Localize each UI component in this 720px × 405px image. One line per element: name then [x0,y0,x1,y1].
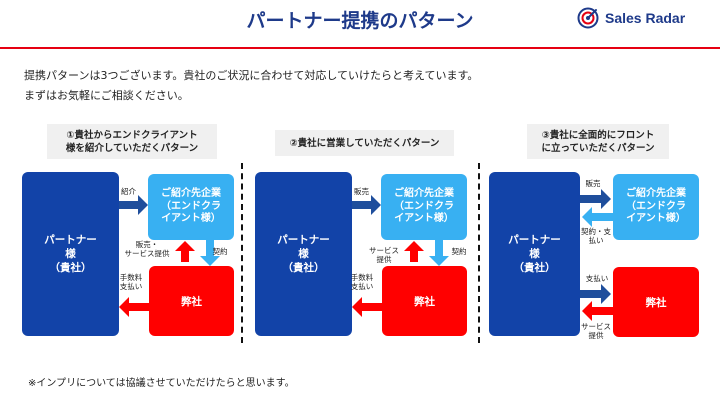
p2-arrow-provide [404,241,424,262]
p2-caption: ②貴社に営業していただくパターン [275,130,454,156]
p3-label-sell: 販売 [585,179,601,188]
p2-arrow-sell [352,195,381,215]
p1-partner-box: パートナー 様 （貴社） [22,172,119,336]
p1-ours-box: 弊社 [149,266,234,336]
p1-caption: ①貴社からエンドクライアント 様を紹介していただくパターン [47,124,217,159]
p1-label-introduce: 紹介 [121,187,136,196]
p1-arrow-introduce [119,195,148,215]
intro-line-2: まずはお気軽にご相談ください。 [24,89,189,102]
divider-2 [478,163,480,343]
p1-client-box: ご紹介先企業 （エンドクラ イアント様） [148,174,234,240]
p2-partner-box: パートナー 様 （貴社） [255,172,352,336]
logo-text: Sales Radar [605,10,686,26]
footnote: ※インプリについては協議させていただけたらと思います。 [28,378,295,389]
header-divider [0,47,720,49]
intro-text: 提携パターンは3つございます。貴社のご状況に合わせて対応していけたらと考えていま… [24,66,478,106]
p3-client-box: ご紹介先企業 （エンドクラ イアント様） [613,174,699,240]
p3-label-service: サービス 提供 [581,322,611,340]
radar-logo-icon [577,7,599,29]
p3-partner-box: パートナー 様 （貴社） [489,172,580,336]
p1-arrow-fee [119,297,150,317]
p1-label-fee: 手数料 支払い [119,273,143,291]
p3-caption: ③貴社に全面的にフロント に立っていただくパターン [527,124,669,159]
p3-arrow-service [582,301,613,321]
p3-label-contract-pay: 契約・支 払い [581,227,611,245]
p1-label-provide: 販売・ サービス提供 [124,240,170,258]
p2-label-fee: 手数料 支払い [350,273,374,291]
p3-arrow-pay [580,284,611,304]
p2-client-box: ご紹介先企業 （エンドクラ イアント様） [381,174,467,240]
page-title: パートナー提携のパターン [246,10,474,32]
p2-label-contract: 契約 [451,247,467,256]
p1-label-contract: 契約 [212,247,228,256]
p3-label-pay: 支払い [585,274,609,283]
p2-arrow-contract [429,240,449,266]
p3-arrow-sell [580,189,611,209]
p2-arrow-fee [352,297,383,317]
p3-ours-box: 弊社 [613,267,699,337]
p3-arrow-contract-pay [582,207,613,227]
p1-arrow-contract [200,240,220,266]
divider-1 [241,163,243,343]
p2-label-provide: サービス 提供 [369,246,399,264]
intro-line-1: 提携パターンは3つございます。貴社のご状況に合わせて対応していけたらと考えていま… [24,69,479,82]
p1-arrow-provide [175,241,195,262]
p2-label-sell: 販売 [354,187,369,196]
logo: Sales Radar [577,7,685,29]
p2-ours-box: 弊社 [382,266,467,336]
